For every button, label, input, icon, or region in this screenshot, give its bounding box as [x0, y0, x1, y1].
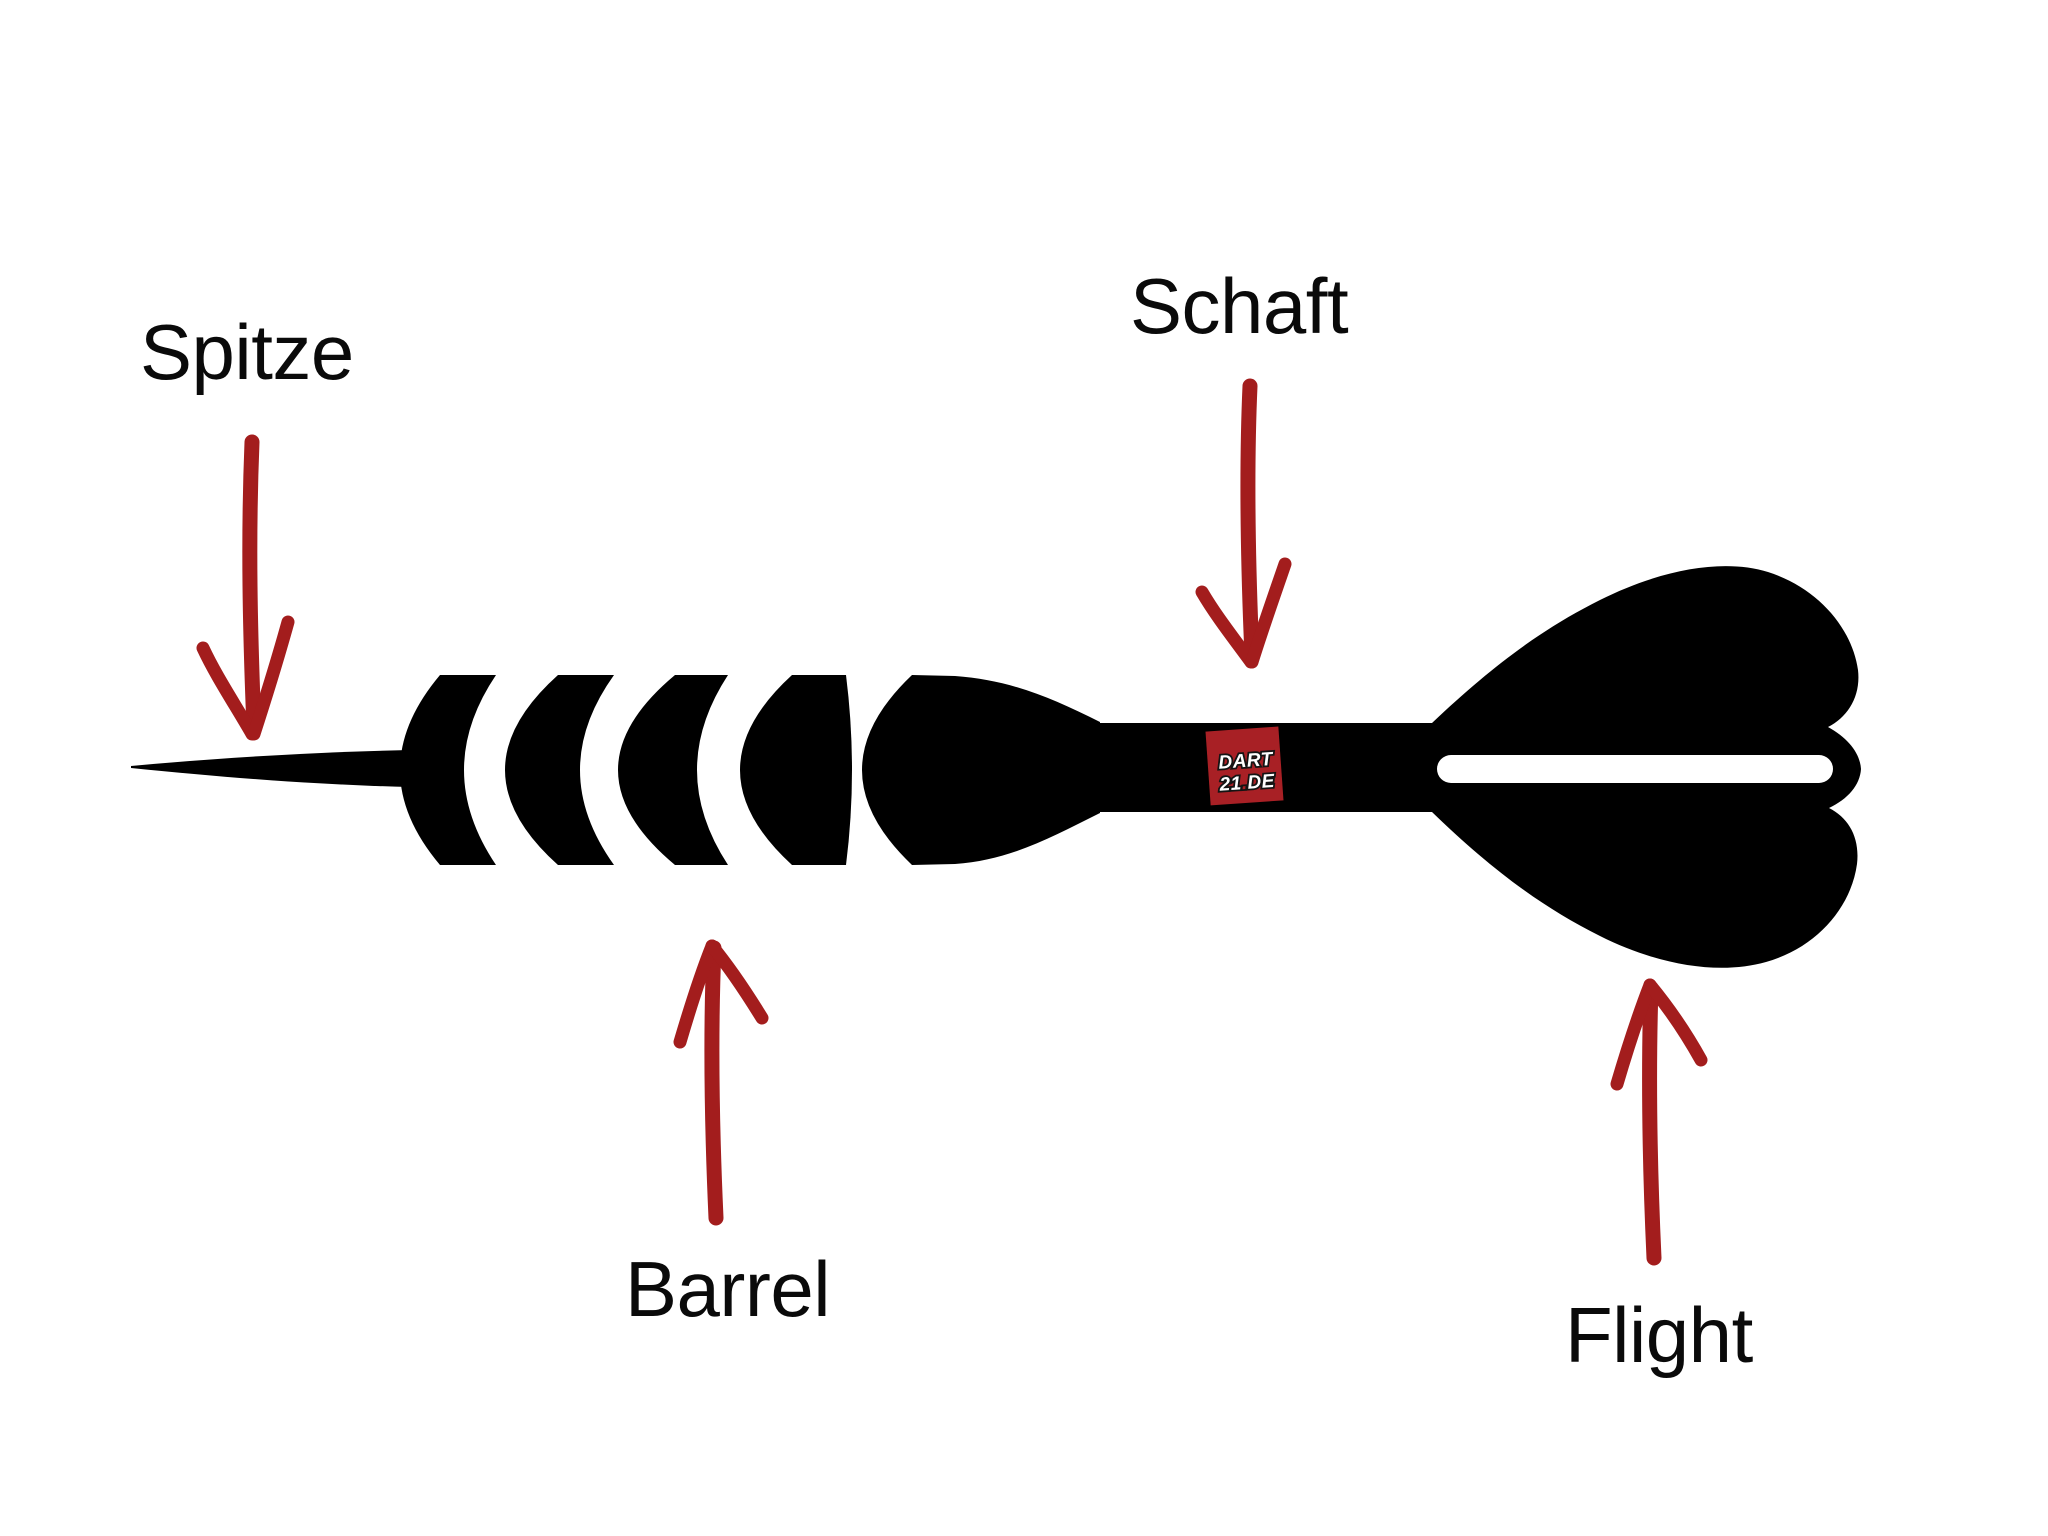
label-spitze: Spitze	[140, 308, 354, 396]
label-barrel: Barrel	[625, 1245, 831, 1333]
flight-arrow-icon	[1610, 978, 1708, 1266]
barrel-segment-2	[505, 675, 614, 865]
logo-line2: 21.DE	[1218, 771, 1276, 796]
barrel-segment-1	[400, 675, 496, 865]
barrel-segment-4	[740, 675, 852, 865]
label-schaft: Schaft	[1130, 262, 1349, 350]
dart21de-logo: DART 21.DE	[1205, 726, 1284, 806]
barrel-arrow-icon	[673, 939, 769, 1226]
spitze-arrow-icon	[196, 434, 295, 741]
flight-slot-shape	[1437, 755, 1833, 783]
logo-line1: DART	[1218, 749, 1275, 774]
schaft-arrow-icon	[1195, 378, 1292, 669]
barrel-segment-3	[618, 675, 728, 865]
barrel-cone-shape	[862, 675, 1100, 865]
dart-body: DART 21.DE	[131, 566, 1861, 968]
logo-background	[1205, 726, 1284, 806]
label-flight: Flight	[1565, 1291, 1753, 1379]
dart-point-shape	[131, 750, 410, 787]
